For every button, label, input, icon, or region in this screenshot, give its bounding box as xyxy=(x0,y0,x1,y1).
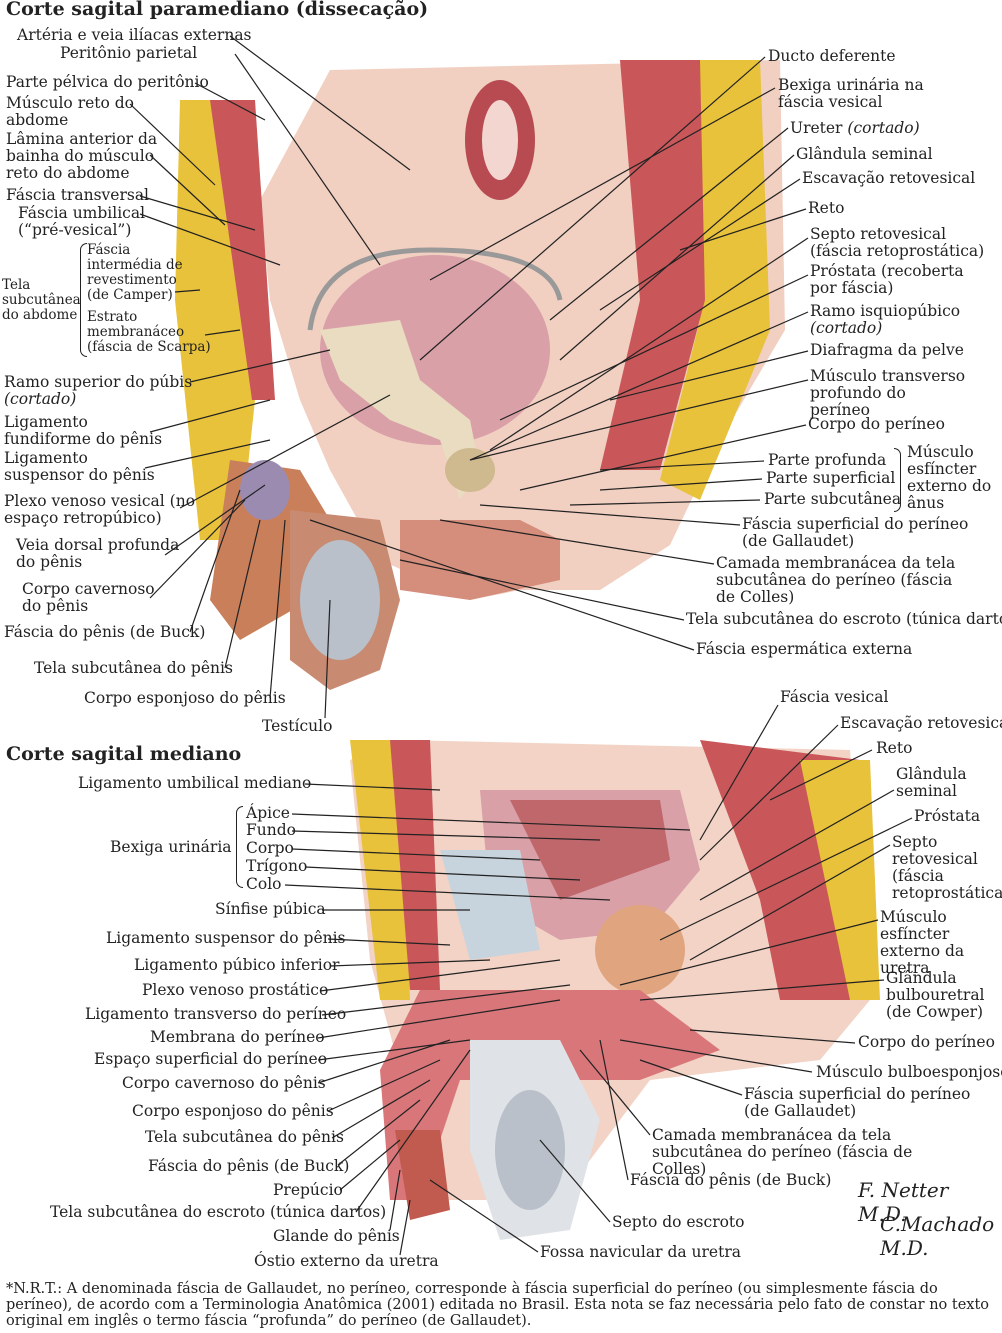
label-deep-dorsal-vein: Veia dorsal profunda do pênis xyxy=(16,536,180,571)
label-colles-fascia-top: Camada membranácea da tela subcutânea do… xyxy=(716,554,956,606)
label-dartos-bottom: Tela subcutânea do escroto (túnica darto… xyxy=(50,1203,387,1221)
label-penile-subcutaneous: Tela subcutânea do pênis xyxy=(34,659,233,677)
label-external-urethral-sphincter: Músculo esfíncter externo da uretra xyxy=(880,908,965,977)
sphincter-brace xyxy=(894,448,901,512)
label-testis: Testículo xyxy=(262,717,333,735)
label-corpus-spongiosum-bottom: Corpo esponjoso do pênis xyxy=(132,1102,334,1120)
label-rectus-sheath: Lâmina anterior da bainha do músculo ret… xyxy=(6,130,158,182)
label-sphincter-superficial: Parte superficial xyxy=(766,469,896,487)
label-prostate-bottom: Próstata xyxy=(914,807,981,825)
label-corpus-spongiosum: Corpo esponjoso do pênis xyxy=(84,689,286,707)
label-ischiopubic-ramus: Ramo isquiopúbico xyxy=(810,302,961,320)
label-external-urethral-orifice: Óstio externo da uretra xyxy=(254,1252,439,1270)
label-bladder-group: Bexiga urinária xyxy=(110,838,232,856)
label-rectovesical-septum-bottom: Septo retovesical (fáscia retoprostática… xyxy=(892,833,1002,902)
label-neck: Colo xyxy=(246,875,282,893)
label-vas-deferens: Ducto deferente xyxy=(768,47,896,65)
testis-top xyxy=(300,540,380,660)
tela-brace xyxy=(80,243,87,357)
label-transverse-perineal-lig: Ligamento transverso do períneo xyxy=(85,1005,347,1023)
pubic-bone-top xyxy=(320,320,480,500)
label-camper-fascia: Fáscia intermédia de revestimento (de Ca… xyxy=(87,242,183,303)
label-navicular-fossa: Fossa navicular da uretra xyxy=(540,1243,741,1261)
label-dartos-top: Tela subcutânea do escroto (túnica darto… xyxy=(686,610,1002,628)
label-perineal-membrane: Membrana do períneo xyxy=(150,1028,325,1046)
label-ureter: Ureter (cortado) xyxy=(790,119,920,137)
label-transversalis-fascia: Fáscia transversal xyxy=(6,186,150,204)
label-rectus-abdominis: Músculo reto do abdome xyxy=(6,94,135,129)
label-suspensory-ligament: Ligamento suspensor do pênis xyxy=(4,449,155,484)
testis-bottom xyxy=(495,1090,565,1210)
label-tela-abdome: Tela subcutânea do abdome xyxy=(2,277,81,323)
label-corpus-cavernosum-bottom: Corpo cavernoso do pênis xyxy=(122,1074,326,1092)
signature-machado: C.Machado M.D. xyxy=(880,1212,995,1260)
prostate-bottom xyxy=(595,905,685,995)
label-fundiform-ligament: Ligamento fundiforme do pênis xyxy=(4,413,163,448)
footnote: *N.R.T.: A denominada fáscia de Gallaude… xyxy=(6,1281,990,1329)
label-buck-fascia-bottom-right: Fáscia do pênis (de Buck) xyxy=(630,1171,832,1189)
label-seminal-gland: Glândula seminal xyxy=(796,145,933,163)
label-pubic-symphysis: Sínfise púbica xyxy=(215,900,326,918)
label-inferior-pubic-ligament: Ligamento púbico inferior xyxy=(134,956,340,974)
label-body: Corpo xyxy=(246,839,294,857)
label-rectovesical-pouch: Escavação retovesical xyxy=(802,169,976,187)
label-external-anal-sphincter: Músculo esfíncter externo do ânus xyxy=(907,443,992,512)
label-penile-subcutaneous-bottom: Tela subcutânea do pênis xyxy=(145,1128,344,1146)
label-median-umbilical: Ligamento umbilical mediano xyxy=(78,774,312,792)
label-perineal-body-bottom: Corpo do períneo xyxy=(858,1033,995,1051)
label-trigone: Trígono xyxy=(246,857,308,875)
label-rectum-bottom: Reto xyxy=(876,739,913,757)
label-gallaudet-fascia-top: Fáscia superficial do períneo (de Gallau… xyxy=(742,515,969,550)
label-external-spermatic-fascia: Fáscia espermática externa xyxy=(696,640,913,658)
bottom-title: Corte sagital mediano xyxy=(6,743,242,765)
label-fundus: Fundo xyxy=(246,821,296,839)
label-apex: Ápice xyxy=(246,804,290,822)
label-buck-fascia: Fáscia do pênis (de Buck) xyxy=(4,623,206,641)
label-perineal-body: Corpo do períneo xyxy=(808,415,945,433)
label-scarpa-fascia: Estrato membranáceo (fáscia de Scarpa) xyxy=(87,309,211,355)
label-external-iliac: Artéria e veia ilíacas externas xyxy=(17,26,252,44)
label-prepuce: Prepúcio xyxy=(273,1181,343,1199)
label-vesical-fascia: Fáscia vesical xyxy=(780,688,889,706)
label-umbilical-fascia: Fáscia umbilical (“pré-vesical”) xyxy=(18,204,146,239)
label-sphincter-subcutaneous: Parte subcutânea xyxy=(764,490,902,508)
top-figure xyxy=(175,60,785,690)
top-title: Corte sagital paramediano (dissecação) xyxy=(6,0,429,20)
label-sphincter-deep: Parte profunda xyxy=(768,451,887,469)
label-pelvic-diaphragm: Diafragma da pelve xyxy=(810,341,964,359)
label-superficial-perineal-space: Espaço superficial do períneo xyxy=(94,1050,328,1068)
label-cut-2: (cortado) xyxy=(810,319,883,337)
label-suspensory-ligament-bottom: Ligamento suspensor do pênis xyxy=(106,929,346,947)
label-bulbospongiosus: Músculo bulboesponjoso xyxy=(816,1063,1002,1081)
label-buck-fascia-bottom: Fáscia do pênis (de Buck) xyxy=(148,1157,350,1175)
label-bulbourethral-gland: Glândula bulbouretral (de Cowper) xyxy=(886,969,985,1021)
label-vesical-plexus: Plexo venoso vesical (no espaço retropúb… xyxy=(4,492,196,527)
label-scrotal-septum: Septo do escroto xyxy=(612,1213,745,1231)
label-bladder-fascia: Bexiga urinária na fáscia vesical xyxy=(778,76,924,111)
label-corpus-cavernosum: Corpo cavernoso do pênis xyxy=(22,580,155,615)
label-gallaudet-fascia-bottom: Fáscia superficial do períneo (de Gallau… xyxy=(744,1085,971,1120)
label-deep-transverse-perineal: Músculo transverso profundo do períneo xyxy=(810,367,966,419)
label-pelvic-peritoneum: Parte pélvica do peritônio xyxy=(6,73,209,91)
label-parietal-peritoneum: Peritônio parietal xyxy=(60,44,198,62)
label-prostatic-plexus: Plexo venoso prostático xyxy=(142,981,329,999)
label-superior-pubic-ramus: Ramo superior do púbis xyxy=(4,373,193,391)
label-rectovesical-pouch-bottom: Escavação retovesical xyxy=(840,714,1002,732)
bladder-brace xyxy=(236,806,243,888)
label-prostate: Próstata (recoberta por fáscia) xyxy=(810,262,964,297)
label-glans: Glande do pênis xyxy=(273,1227,400,1245)
label-colles-fascia-bottom: Camada membranácea da tela subcutânea do… xyxy=(652,1126,913,1178)
label-rectum: Reto xyxy=(808,199,845,217)
signature-netter: F. Netter M.D. xyxy=(858,1178,949,1226)
label-rectovesical-septum: Septo retovesical (fáscia retoprostática… xyxy=(810,225,985,260)
label-cut-1: (cortado) xyxy=(4,390,77,408)
label-seminal-gland-bottom: Glândula seminal xyxy=(896,765,967,800)
